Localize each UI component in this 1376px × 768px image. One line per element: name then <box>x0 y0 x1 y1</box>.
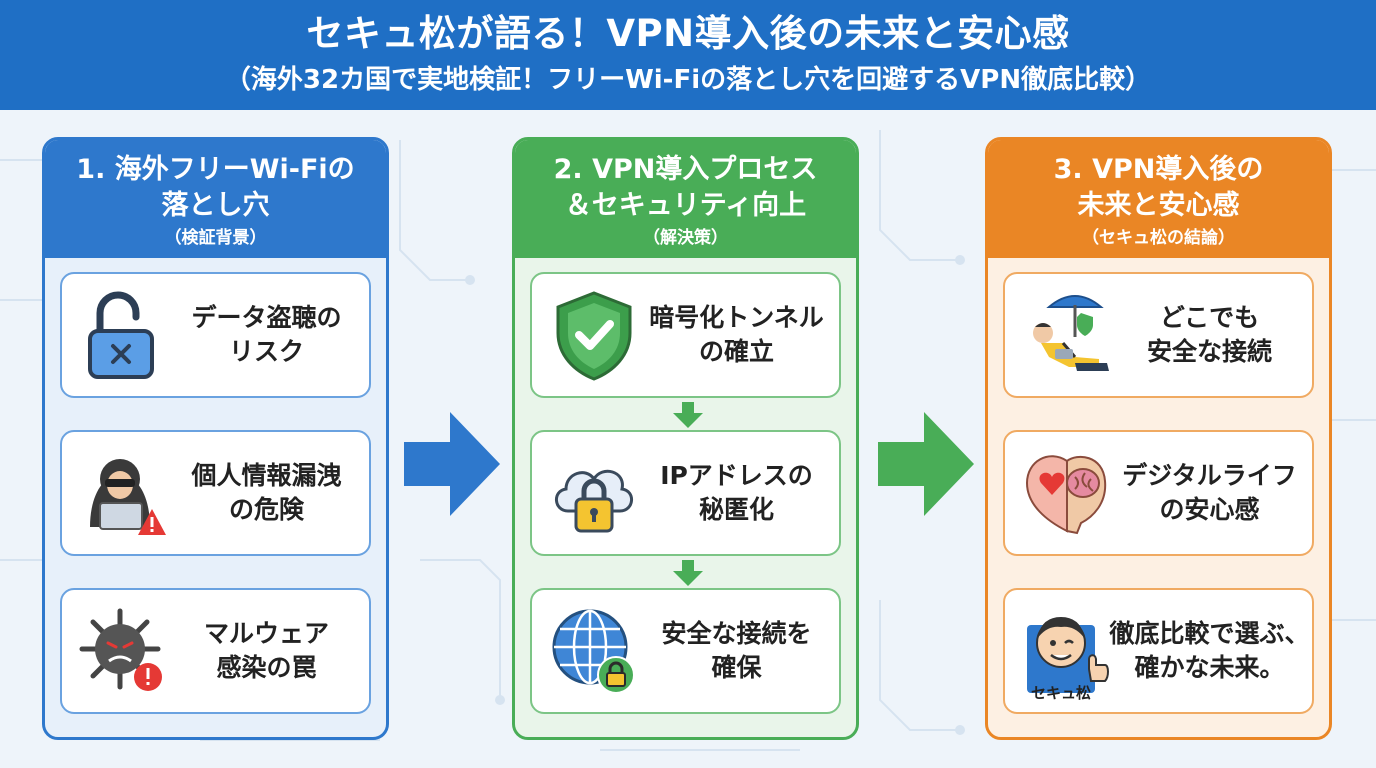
card-ip-masking: IPアドレスの 秘匿化 <box>530 430 841 556</box>
malware-virus-warning-icon <box>79 608 162 691</box>
shield-check-icon <box>556 291 632 381</box>
relaxing-person-umbrella-icon <box>1033 295 1109 371</box>
heart-brain-icon <box>1025 455 1107 535</box>
card-label: 安全な接続を 確保 <box>661 619 812 682</box>
mascot-thumbs-up-icon <box>1027 617 1109 693</box>
hacker-laptop-warning-icon <box>90 459 166 535</box>
column-subtitle: （セキュ松の結論） <box>1082 228 1235 248</box>
column-wifi-pitfalls: 1. 海外フリーWi-Fiの 落とし穴 （検証背景） データ盗聴の リスク 個人… <box>42 137 389 740</box>
card-label: 徹底比較で選ぶ、 確かな未来。 <box>1109 619 1310 682</box>
card-safe-anywhere: どこでも 安全な接続 <box>1003 272 1314 398</box>
card-personal-info-leak: 個人情報漏洩 の危険 <box>60 430 371 556</box>
card-secure-connection: 安全な接続を 確保 <box>530 588 841 714</box>
page-title: セキュ松が語る！VPN導入後の未来と安心感 <box>306 12 1070 55</box>
column-vpn-process: 2. VPN導入プロセス ＆セキュリティ向上 （解決策） 暗号化トンネル の確立… <box>512 137 859 740</box>
column-subtitle: （検証背景） <box>164 228 267 248</box>
unlocked-padlock-icon <box>88 291 154 379</box>
column-title: 2. VPN導入プロセス ＆セキュリティ向上 <box>553 154 818 221</box>
page-header: セキュ松が語る！VPN導入後の未来と安心感 （海外32カ国で実地検証！フリーWi… <box>0 0 1376 110</box>
card-label: IPアドレスの 秘匿化 <box>660 461 813 524</box>
card-label: データ盗聴の リスク <box>191 303 342 366</box>
column-subtitle: （解決策） <box>643 228 728 248</box>
card-label: 暗号化トンネル の確立 <box>649 303 824 366</box>
step-arrow-down-icon <box>673 402 703 428</box>
card-label: マルウェア 感染の罠 <box>203 619 329 682</box>
column-title: 3. VPN導入後の 未来と安心感 <box>1053 154 1264 221</box>
column-title: 1. 海外フリーWi-Fiの 落とし穴 <box>76 154 355 221</box>
step-arrow-down-icon <box>673 560 703 586</box>
column-header: 3. VPN導入後の 未来と安心感 （セキュ松の結論） <box>988 140 1329 258</box>
card-label: どこでも 安全な接続 <box>1146 303 1272 366</box>
card-sure-future: セキュ松 徹底比較で選ぶ、 確かな未来。 <box>1003 588 1314 714</box>
card-digital-life-peace: デジタルライフ の安心感 <box>1003 430 1314 556</box>
card-data-interception: データ盗聴の リスク <box>60 272 371 398</box>
column-header: 2. VPN導入プロセス ＆セキュリティ向上 （解決策） <box>515 140 856 258</box>
mascot-name: セキュ松 <box>1030 684 1091 702</box>
column-future-peace-of-mind: 3. VPN導入後の 未来と安心感 （セキュ松の結論） どこでも 安全な接続 <box>985 137 1332 740</box>
flow-arrow-right-icon <box>878 412 974 516</box>
globe-lock-icon <box>552 609 635 694</box>
card-label: デジタルライフ の安心感 <box>1122 461 1297 524</box>
cloud-lock-icon <box>555 469 633 533</box>
page-subtitle: （海外32カ国で実地検証！フリーWi-Fiの落とし穴を回避するVPN徹底比較） <box>224 65 1152 95</box>
card-malware-trap: マルウェア 感染の罠 <box>60 588 371 714</box>
card-encrypted-tunnel: 暗号化トンネル の確立 <box>530 272 841 398</box>
card-label: 個人情報漏洩 の危険 <box>191 461 342 524</box>
flow-arrow-right-icon <box>404 412 500 516</box>
column-header: 1. 海外フリーWi-Fiの 落とし穴 （検証背景） <box>45 140 386 258</box>
